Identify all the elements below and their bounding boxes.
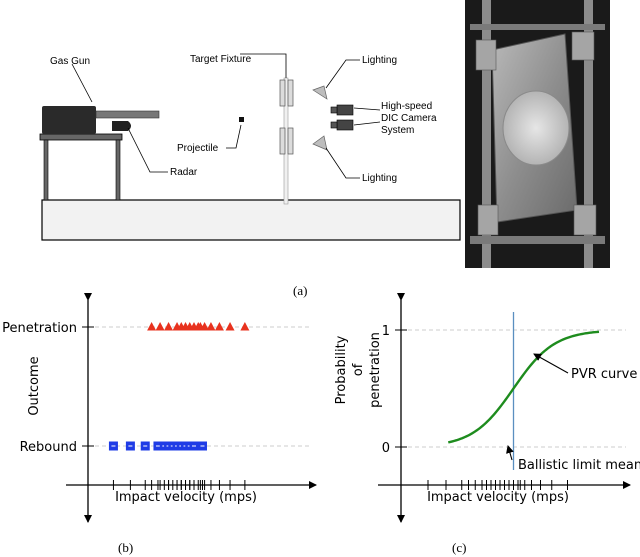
- chart-c: 1 0 Probability of penetration Impact ve…: [334, 293, 640, 523]
- setup-schematic: Gas Gun Target Fixture Lighting Projecti…: [39, 53, 461, 241]
- b-ylabel: Outcome: [27, 356, 42, 415]
- projectile: [239, 117, 244, 122]
- b-penetration-marker-12: [214, 322, 224, 331]
- caption-b: (b): [118, 540, 133, 555]
- gun-stand-top: [39, 133, 123, 141]
- label-camera-line3: System: [381, 125, 414, 136]
- lighting-bottom-lamp: [312, 135, 328, 151]
- c-ylabel-line1: Probability: [334, 335, 349, 404]
- leader-lines: [71, 53, 381, 179]
- fixture-photo: [465, 0, 610, 268]
- gas-gun-barrel: [95, 110, 160, 119]
- c-arrow-pvr: [533, 353, 569, 374]
- b-penetration-marker-14: [240, 322, 250, 331]
- target-fixture: [279, 77, 294, 205]
- chart-b: Penetration Rebound Outcome Impact veloc…: [2, 293, 317, 523]
- base-table: [41, 199, 461, 241]
- caption-c: (c): [452, 540, 466, 555]
- lighting-top-lamp: [312, 85, 328, 100]
- c-ytick-label-1: 1: [382, 324, 390, 339]
- label-gas-gun: Gas Gun: [50, 56, 90, 67]
- c-xlabel: Impact velocity (mps): [427, 490, 569, 505]
- label-radar: Radar: [170, 167, 198, 178]
- label-projectile: Projectile: [177, 143, 219, 154]
- label-camera-line2: DIC Camera: [381, 113, 437, 124]
- label-target-fixture: Target Fixture: [190, 54, 252, 65]
- b-xlabel: Impact velocity (mps): [115, 490, 257, 505]
- c-annotation-ballistic-limit: Ballistic limit mean: [518, 458, 640, 473]
- c-xticks: [427, 480, 568, 490]
- c-arrow-mean: [506, 445, 514, 461]
- gas-gun-body: [42, 106, 96, 134]
- c-ylabel-line3: penetration: [368, 332, 383, 408]
- c-ytick-label-0: 0: [382, 441, 390, 456]
- b-xticks: [112, 480, 246, 490]
- b-penetration-marker-11: [206, 322, 216, 331]
- b-penetration-marker-13: [225, 322, 235, 331]
- b-marks: [108, 322, 250, 451]
- c-ylabel-line2: of: [351, 363, 366, 376]
- b-ytick-label-penetration: Penetration: [2, 321, 77, 336]
- b-penetration-marker-1: [155, 322, 165, 331]
- caption-a: (a): [293, 283, 307, 298]
- dic-cameras: [330, 104, 354, 131]
- b-penetration-marker-0: [147, 322, 157, 331]
- label-lighting-top: Lighting: [362, 55, 397, 66]
- label-camera-line1: High-speed: [381, 101, 432, 112]
- b-penetration-marker-10: [200, 322, 210, 331]
- b-penetration-marker-2: [164, 322, 174, 331]
- gun-stand-leg-right: [115, 139, 121, 201]
- gun-stand-leg-left: [43, 139, 49, 201]
- b-ytick-label-rebound: Rebound: [20, 440, 77, 455]
- label-lighting-bottom: Lighting: [362, 173, 397, 184]
- radar-unit: [112, 121, 131, 131]
- c-annotation-pvr-curve: PVR curve: [571, 367, 637, 382]
- c-pvr-curve: [447, 330, 600, 444]
